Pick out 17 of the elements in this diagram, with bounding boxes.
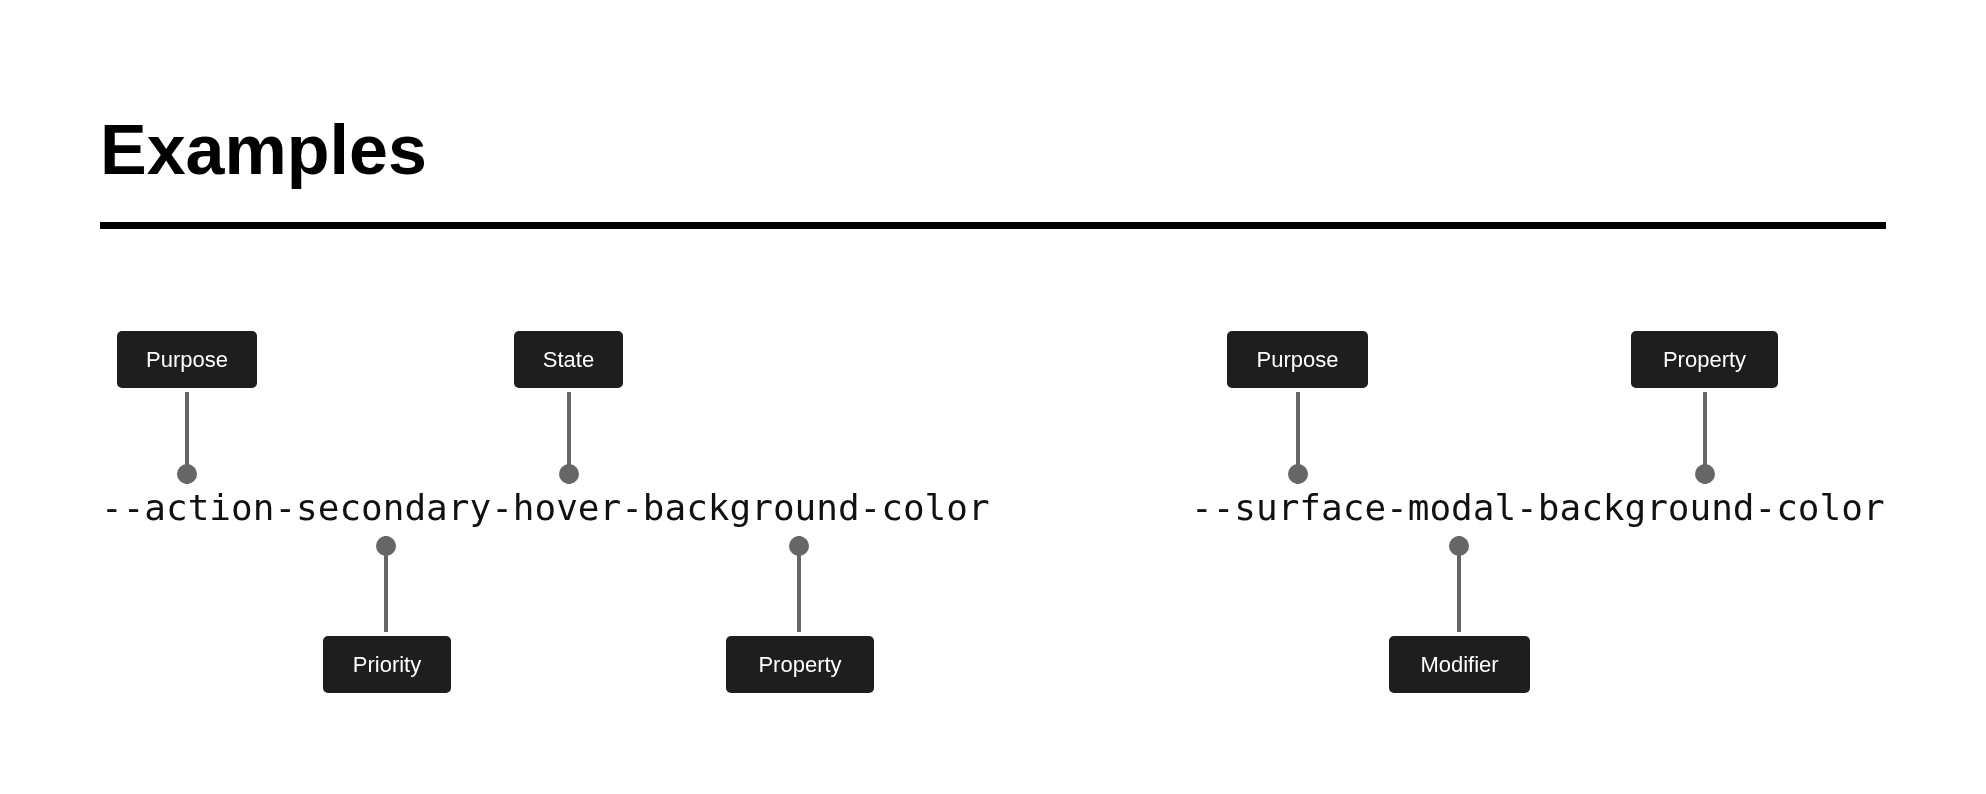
leader-line: [1288, 392, 1308, 484]
leader-line: [1449, 536, 1469, 632]
leader-line: [177, 392, 197, 484]
leader-line: [789, 536, 809, 632]
leader-line: [376, 536, 396, 632]
tag-label: Property: [1631, 331, 1778, 388]
tag-label: Priority: [323, 636, 451, 693]
leader-line: [1695, 392, 1715, 484]
title: Examples: [100, 110, 427, 191]
tag-label: Modifier: [1389, 636, 1530, 693]
tag-label: State: [514, 331, 623, 388]
tag-label: Property: [726, 636, 874, 693]
code-token: --surface-modal-background-color: [1191, 486, 1883, 530]
tag-label: Purpose: [117, 331, 257, 388]
code-token: --action-secondary-hover-background-color: [101, 486, 988, 530]
tag-label: Purpose: [1227, 331, 1368, 388]
leader-line: [559, 392, 579, 484]
